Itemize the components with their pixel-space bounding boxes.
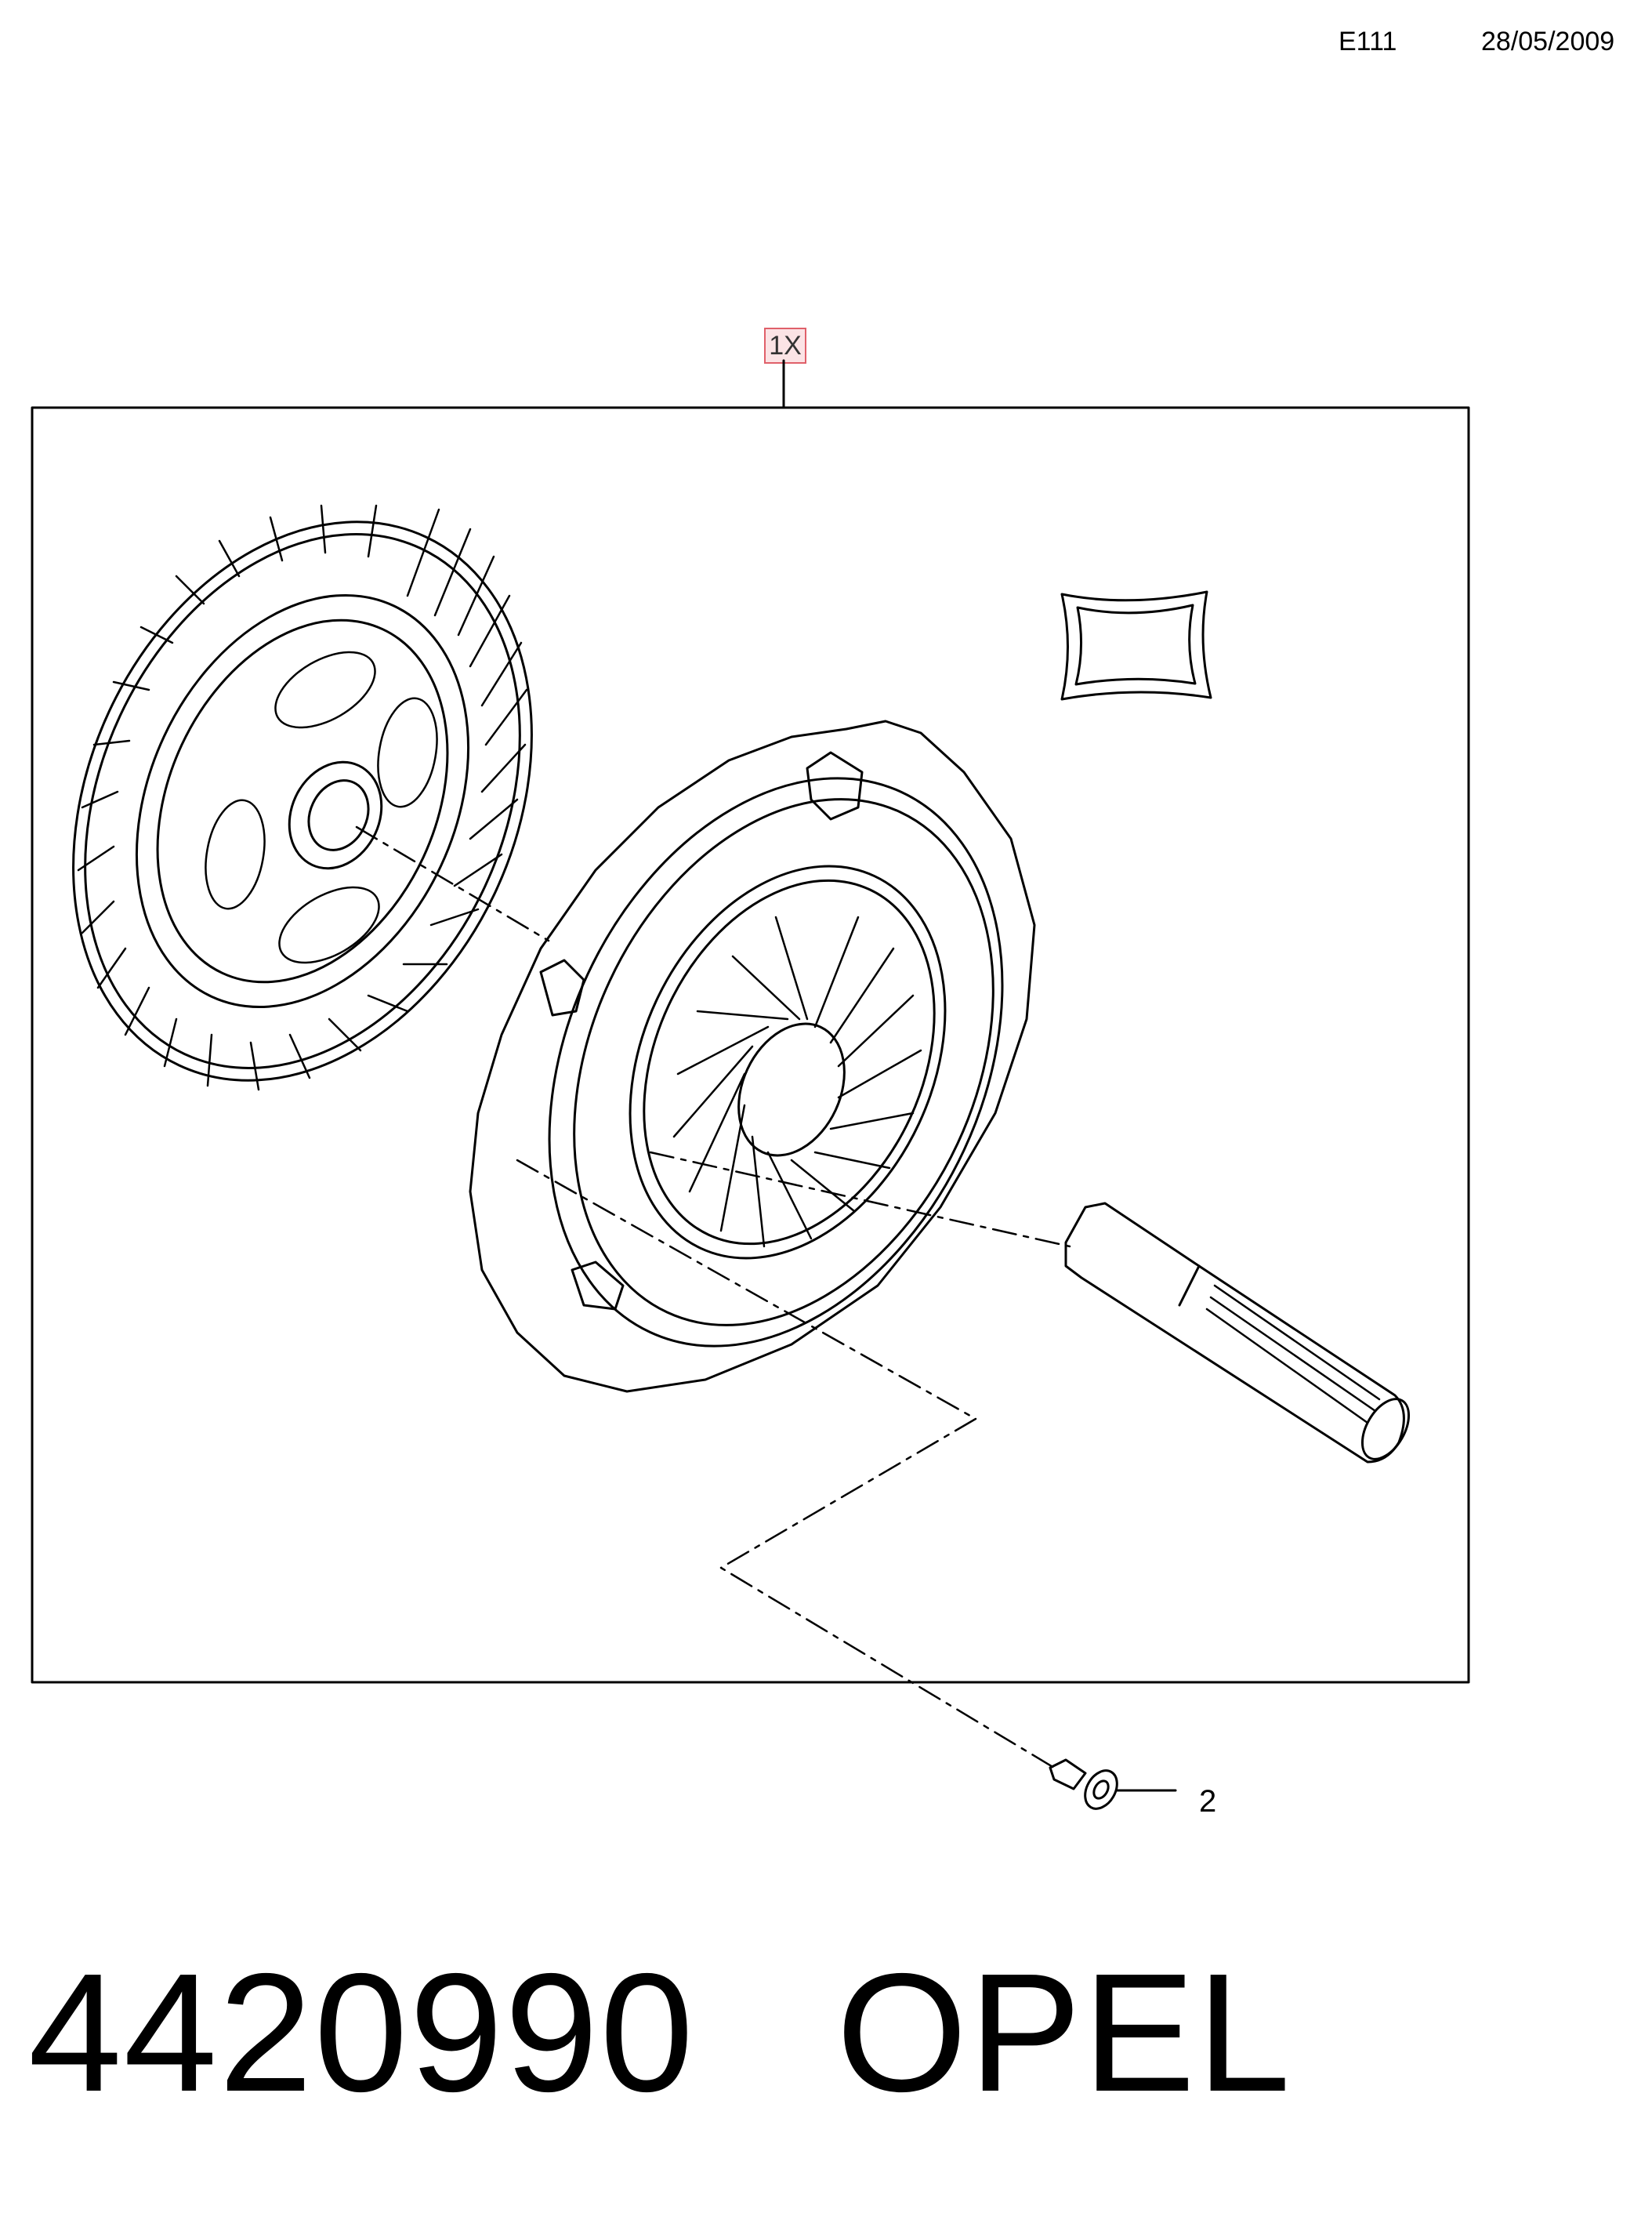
grease-packet-illustration bbox=[1060, 590, 1212, 701]
brand-name: OPEL bbox=[836, 1938, 1292, 2127]
pressure-plate-illustration bbox=[469, 720, 1036, 1393]
drawing-date: 28/05/2009 bbox=[1481, 27, 1615, 56]
quantity-label: 1X bbox=[764, 328, 806, 364]
assembly-axis-lines bbox=[355, 825, 1071, 1769]
part-number: 4420990 bbox=[28, 1938, 696, 2127]
alignment-tool-illustration bbox=[1064, 1202, 1411, 1464]
bolt-illustration bbox=[1049, 1758, 1177, 1810]
drawing-code: E111 bbox=[1339, 27, 1397, 56]
kit-bracket bbox=[31, 359, 1470, 1684]
clutch-disc-illustration bbox=[72, 504, 533, 1091]
callout-number: 2 bbox=[1199, 1784, 1217, 1819]
